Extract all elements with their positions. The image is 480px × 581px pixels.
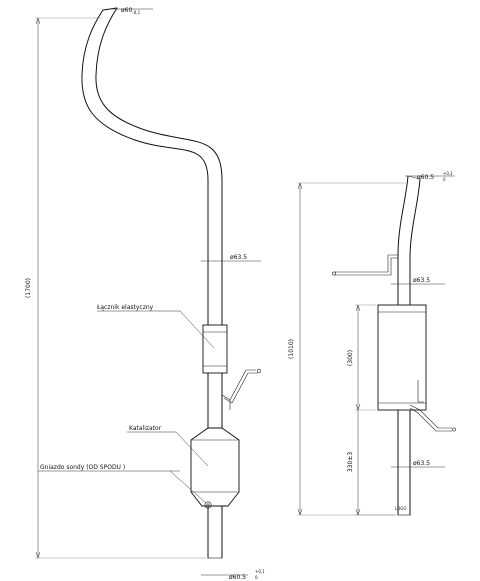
left-hanger-bracket — [221, 369, 258, 410]
flex-connector-leader — [179, 310, 215, 349]
left-dimensions: (1700) ø60-0,1 ø63.5 ø60.5 +0,1 0 — [25, 7, 265, 581]
right-overall-length: (1010) — [288, 339, 295, 359]
right-upper-hanger — [334, 254, 398, 276]
left-outlet-tol-lower: 0 — [255, 575, 258, 580]
left-overall-arrow-bottom — [35, 551, 41, 559]
catalyst-leader — [175, 431, 209, 467]
muffler-body — [377, 304, 427, 411]
right-overall-arrow-bottom — [297, 508, 303, 516]
left-bent-pipe-outline-a — [81, 9, 209, 326]
right-lower-pipe-diameter: ø63.5 — [413, 460, 430, 467]
sensor-socket-label: Gniazdo sondy (OD SPODU ) — [40, 464, 125, 471]
flex-connector — [202, 324, 228, 374]
left-exhaust-assembly — [81, 7, 262, 559]
muffler-side-strap — [417, 380, 424, 403]
right-logo: LOGO — [395, 506, 406, 511]
right-dimensions: (1010) ø60.5 +0,1 0 ø63.5 (300) 330±3 ø6… — [288, 171, 455, 516]
right-lower-hanger — [409, 404, 452, 432]
left-inlet-diameter: ø60-0,1 — [121, 7, 141, 15]
right-upper-pipe-diameter: ø63.5 — [413, 277, 430, 284]
right-overall-arrow-top — [297, 182, 303, 190]
left-bent-pipe-outline-b — [95, 7, 223, 326]
left-overall-length: (1700) — [25, 278, 32, 298]
lower-arrow-bottom — [355, 508, 361, 516]
left-overall-arrow-top — [35, 17, 41, 25]
left-pipe-diameter: ø63.5 — [230, 254, 247, 261]
right-inlet-tol-lower: 0 — [443, 177, 446, 182]
right-exhaust-assembly: LOGO — [332, 175, 456, 516]
left-outlet-tol-upper: +0,1 — [255, 569, 265, 574]
right-lower-hanger-end — [452, 427, 456, 432]
muffler-arrow-top — [355, 304, 361, 312]
right-inlet-diameter: ø60.5 — [417, 174, 434, 181]
right-inlet-pipe-b — [409, 178, 421, 306]
right-inlet-cut — [407, 175, 421, 180]
sensor-socket-leader — [169, 470, 207, 504]
right-inlet-pipe-a — [397, 175, 409, 306]
catalyst-label: Katalizator — [129, 425, 162, 432]
right-upper-hanger-end — [332, 271, 336, 276]
left-hanger-end — [256, 368, 262, 374]
catalyst-body — [190, 427, 240, 507]
muffler-length: (300) — [347, 350, 354, 366]
flex-connector-label: Łącznik elastyczny — [96, 304, 154, 311]
left-outlet-diameter: ø60.5 — [229, 574, 246, 581]
lower-length: 330±3 — [347, 452, 354, 472]
right-inlet-tol-upper: +0,1 — [443, 171, 453, 176]
left-callouts: Łącznik elastyczny Katalizator Gniazdo s… — [38, 304, 215, 504]
